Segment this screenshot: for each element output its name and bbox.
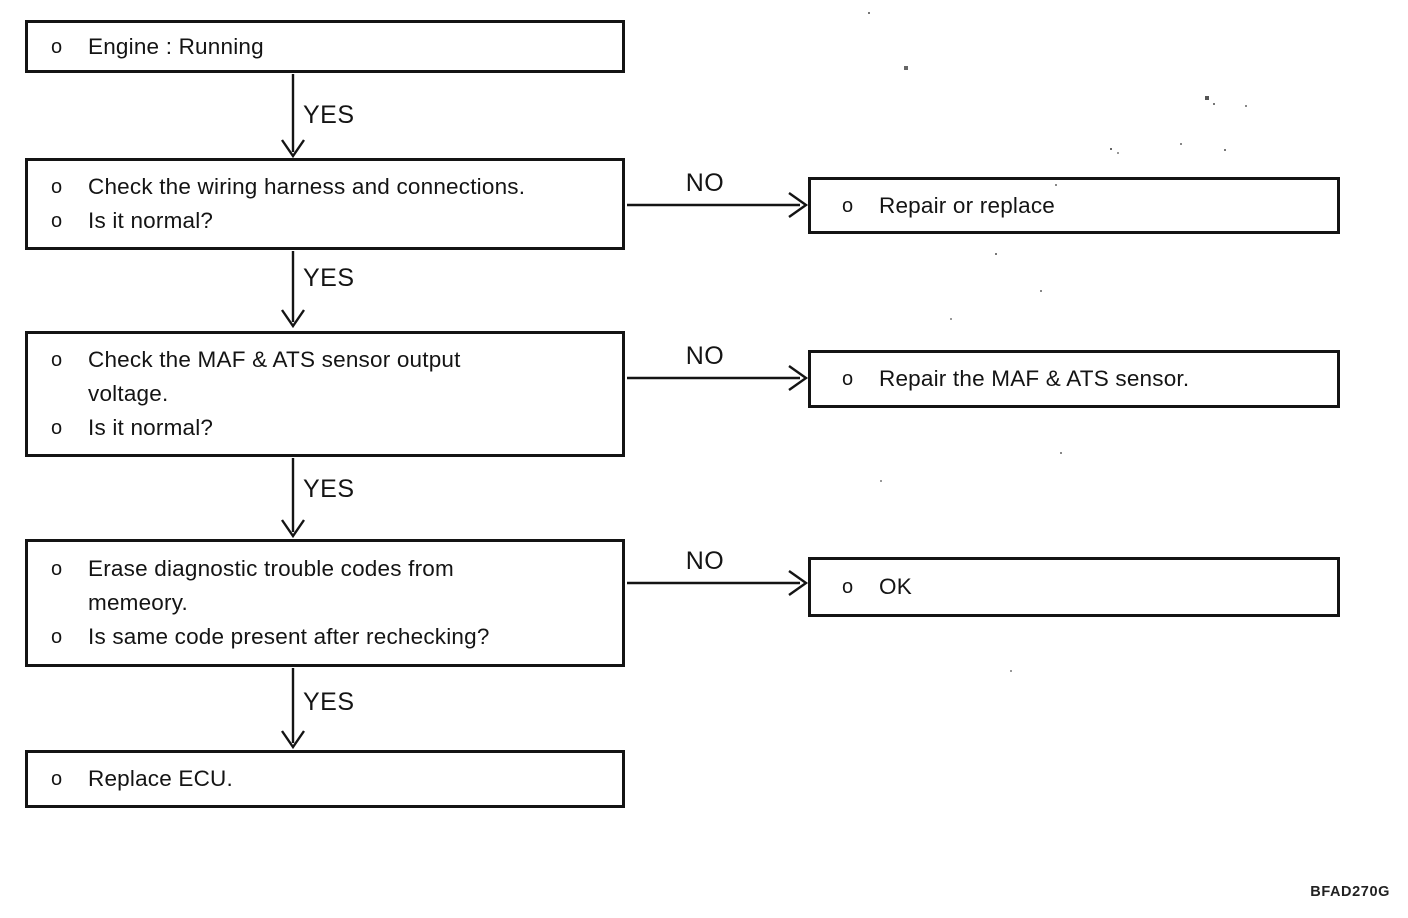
step-text: memeory. [88,590,188,615]
bullet-item: o Check the wiring harness and connectio… [51,170,614,204]
bullet-item: o Is same code present after rechecking? [51,620,614,654]
flow-step-replace-ecu: o Replace ECU. [25,750,625,808]
no-label: NO [679,170,731,196]
step-text: Check the MAF & ATS sensor output [88,347,461,372]
flow-result-ok: o OK [808,557,1340,617]
result-text: Repair or replace [879,192,1055,218]
no-label: NO [679,343,731,369]
result-text: Repair the MAF & ATS sensor. [879,366,1190,391]
bullet-item: o Is it normal? [51,411,614,445]
bullet-marker: o [51,35,63,58]
flow-step-erase-dtc: o Erase diagnostic trouble codes from me… [25,539,625,667]
step-text: voltage. [88,381,169,406]
bullet-item: o Repair or replace [842,189,1329,223]
bullet-marker: o [51,349,63,371]
step-text: Is it normal? [88,415,214,440]
arrow-down-yes-4 [281,668,305,750]
step-text: Erase diagnostic trouble codes from [88,556,454,581]
yes-label: YES [303,475,355,503]
bullet-item: o OK [842,570,1329,604]
bullet-marker: o [51,558,63,580]
arrow-down-yes-3 [281,458,305,539]
step-text: Is it normal? [88,208,214,233]
bullet-marker: o [842,194,854,217]
bullet-item: o Engine : Running [51,30,614,64]
yes-label: YES [303,688,355,716]
flow-step-check-maf-ats: o Check the MAF & ATS sensor output volt… [25,331,625,457]
no-label: NO [679,548,731,574]
bullet-item: o Check the MAF & ATS sensor output volt… [51,343,614,411]
bullet-marker: o [51,210,63,232]
bullet-marker: o [51,626,63,648]
figure-code: BFAD270G [1310,884,1390,900]
bullet-item: o Erase diagnostic trouble codes from me… [51,552,614,620]
bullet-marker: o [51,417,63,439]
bullet-item: o Repair the MAF & ATS sensor. [842,362,1329,396]
bullet-marker: o [51,176,63,198]
result-text: OK [879,574,912,599]
bullet-item: o Is it normal? [51,204,614,238]
yes-label: YES [303,264,355,292]
bullet-marker: o [842,576,854,598]
flow-result-repair-maf-ats: o Repair the MAF & ATS sensor. [808,350,1340,408]
flow-step-check-wiring: o Check the wiring harness and connectio… [25,158,625,250]
step-text: Replace ECU. [88,766,233,791]
scan-noise [0,0,2,2]
flow-step-engine-running: o Engine : Running [25,20,625,73]
bullet-marker: o [842,368,854,390]
bullet-item: o Replace ECU. [51,762,614,796]
arrow-down-yes-1 [281,74,305,159]
yes-label: YES [303,101,355,129]
arrow-down-yes-2 [281,251,305,329]
flow-result-repair-or-replace: o Repair or replace [808,177,1340,234]
step-text: Check the wiring harness and connections… [88,174,526,199]
bullet-marker: o [51,768,63,790]
step-text: Engine : Running [88,33,264,59]
step-text: Is same code present after rechecking? [88,624,490,649]
